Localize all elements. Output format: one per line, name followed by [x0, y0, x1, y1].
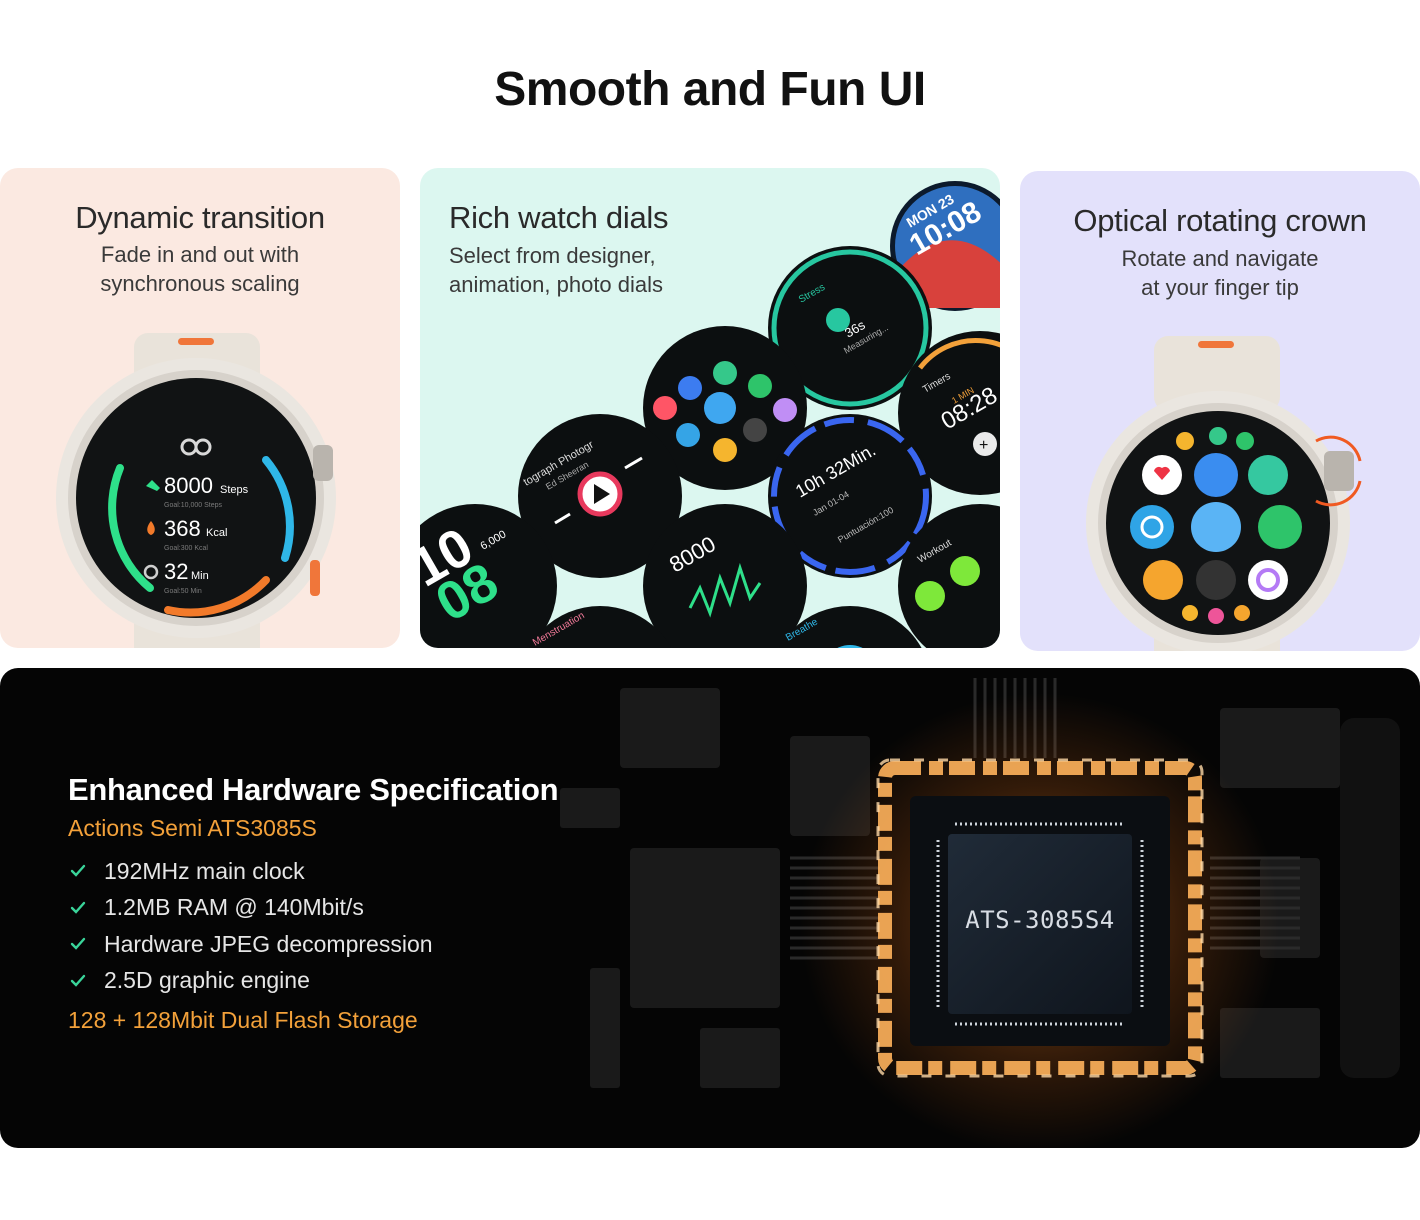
optical-crown-subtitle: Rotate and navigate at your finger tip	[1121, 246, 1319, 300]
smiley-icon	[826, 308, 850, 332]
chip-label: ATS-3085S4	[965, 906, 1115, 934]
steps-ring	[108, 464, 154, 592]
chip-model: Actions Semi ATS3085S	[68, 815, 317, 841]
check-icon	[70, 938, 86, 950]
hardware-spec-panel: Enhanced Hardware Specification Actions …	[0, 668, 1420, 1148]
spec-item: 2.5D graphic engine	[68, 963, 433, 1000]
minutes-ring	[262, 456, 294, 562]
compass-app-icon	[1196, 560, 1236, 600]
optical-crown-title: Optical rotating crown	[1073, 203, 1367, 238]
steps-unit: Steps	[220, 484, 249, 496]
minutes-unit: Min	[191, 570, 209, 582]
chip-die	[948, 834, 1132, 1014]
spec-item: 192MHz main clock	[68, 853, 433, 890]
target-app-icon	[1130, 505, 1174, 549]
shoe-icon	[146, 480, 160, 491]
spec-item: 1.2MB RAM @ 140Mbit/s	[68, 890, 433, 927]
spec-list: 192MHz main clock 1.2MB RAM @ 140Mbit/s …	[68, 853, 433, 999]
calories-ring	[164, 576, 270, 617]
check-icon	[70, 901, 86, 914]
infinity-logo-icon	[180, 438, 212, 456]
weather-app-icon	[1191, 502, 1241, 552]
chip-circuit-illustration	[560, 678, 1400, 1148]
steps-graph-dial: 8000	[643, 504, 807, 648]
spec-item: Hardware JPEG decompression	[68, 926, 433, 963]
flame-icon	[147, 521, 155, 535]
kcal-unit: Kcal	[206, 527, 227, 539]
dynamic-transition-panel: 8000 Steps Goal:10,000 Steps 368 Kcal Go…	[0, 168, 400, 648]
flash-storage-spec: 128 + 128Mbit Dual Flash Storage	[68, 1007, 418, 1033]
rotate-arrow-icon	[1315, 435, 1362, 462]
rich-watch-dials-title: Rich watch dials	[449, 200, 669, 235]
rich-watch-dials-subtitle: Select from designer, animation, photo d…	[449, 243, 664, 297]
digital-time-dial: 10 08 6,000	[420, 504, 557, 648]
optical-rotating-crown-panel: Optical rotating crown Rotate and naviga…	[1020, 171, 1420, 651]
mood-app-icon	[1248, 455, 1288, 495]
dynamic-transition-subtitle: Fade in and out with synchronous scaling	[100, 242, 300, 296]
phone-app-icon	[1258, 505, 1302, 549]
add-timer-icon	[973, 432, 997, 456]
workout-dial: Workout	[898, 504, 1000, 648]
rotating-crown	[1324, 451, 1354, 491]
minutes-goal: Goal:50 Min	[164, 588, 202, 595]
steps-value: 8000	[164, 473, 213, 498]
stress-dial: Stress 36s Measuring...	[768, 246, 932, 410]
app-grid-watch-illustration	[1086, 336, 1362, 651]
alarm-app-icon	[1143, 560, 1183, 600]
running-icon	[915, 581, 945, 611]
sleep-dial: 10h 32Min. Jan 01-04 Puntuación:100	[768, 414, 932, 578]
rich-watch-dials-panel: MON 23 10:08 Stress 36s Measuring... Tim…	[420, 168, 1000, 648]
minutes-value: 32	[164, 559, 188, 584]
photo-dial: MON 23 10:08	[890, 181, 1000, 311]
sleep-app-icon	[1194, 453, 1238, 497]
kcal-value: 368	[164, 516, 201, 541]
steps-goal: Goal:10,000 Steps	[164, 502, 222, 509]
chip-leads	[936, 822, 1144, 1026]
page-title: Smooth and Fun UI	[494, 63, 926, 116]
cycling-icon	[950, 556, 980, 586]
watch-dials-collage: MON 23 10:08 Stress 36s Measuring... Tim…	[420, 181, 1000, 648]
check-icon	[70, 974, 86, 987]
dynamic-transition-title: Dynamic transition	[75, 200, 325, 235]
hardware-title: Enhanced Hardware Specification	[68, 772, 559, 807]
check-icon	[70, 865, 86, 877]
camera-app-icon	[1248, 560, 1288, 600]
circuit-components	[560, 688, 1400, 1088]
fitness-watch-illustration: 8000 Steps Goal:10,000 Steps 368 Kcal Go…	[56, 333, 336, 648]
timer-dial: Timers 1 MIN 08:28 +	[898, 331, 1000, 495]
svg-text:+: +	[979, 437, 988, 454]
kcal-goal: Goal:300 Kcal	[164, 545, 208, 552]
app-grid-dial	[643, 326, 807, 490]
clock-icon	[143, 564, 159, 580]
